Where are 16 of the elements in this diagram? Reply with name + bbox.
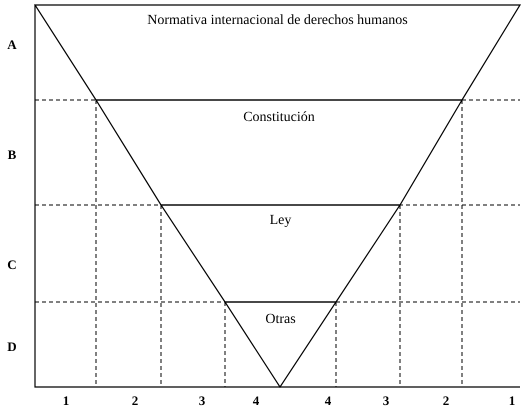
band-label: Constitución [243,110,315,126]
row-letter: A [7,37,17,53]
column-number: 3 [198,393,206,409]
column-number: 4 [324,393,332,409]
column-number: 1 [62,393,70,409]
row-letter: B [8,147,16,163]
row-letter: C [7,257,17,273]
band-label: Ley [270,213,292,229]
column-number: 3 [382,393,390,409]
column-number: 2 [442,393,450,409]
band-label: Normativa internacional de derechos humanos [147,13,408,29]
column-number: 1 [508,393,516,409]
column-number: 2 [132,393,138,409]
row-letter: D [7,339,17,355]
column-number: 4 [252,393,260,409]
band-label: Otras [265,312,296,328]
